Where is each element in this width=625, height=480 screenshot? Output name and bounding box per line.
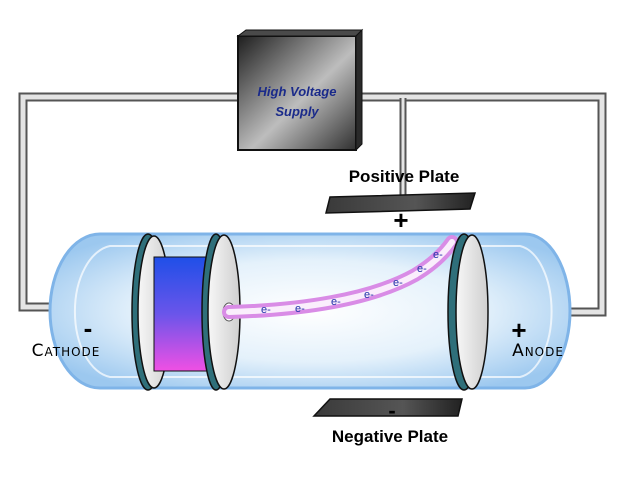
electron: e- xyxy=(331,296,341,308)
electron: e- xyxy=(295,303,305,315)
electron: e- xyxy=(433,249,443,261)
supply-label-line2: Supply xyxy=(275,104,319,119)
electron: e- xyxy=(364,289,374,301)
electron: e- xyxy=(261,304,271,316)
positive-plate-sign: + xyxy=(393,205,408,235)
electron-beam: e- e- e- e- e- e- e- xyxy=(222,235,459,319)
cathode-label: Cathode xyxy=(32,341,101,361)
high-voltage-supply: High Voltage Supply xyxy=(236,28,364,152)
negative-plate: - Negative Plate xyxy=(312,398,463,446)
electron: e- xyxy=(393,277,403,289)
anode-label: Anode xyxy=(512,341,564,361)
cathode-sign: - xyxy=(84,313,93,343)
supply-label-line1: High Voltage xyxy=(258,84,337,99)
cathode-terminal: - Cathode xyxy=(32,313,101,361)
anode-sign: + xyxy=(511,315,526,345)
negative-plate-sign: - xyxy=(388,398,395,423)
positive-plate-label: Positive Plate xyxy=(349,167,460,186)
positive-plate: Positive Plate + xyxy=(325,167,477,235)
anode-disc xyxy=(447,233,489,391)
negative-plate-label: Negative Plate xyxy=(332,427,448,446)
electron: e- xyxy=(417,263,427,275)
anode-terminal: + Anode xyxy=(511,315,564,361)
